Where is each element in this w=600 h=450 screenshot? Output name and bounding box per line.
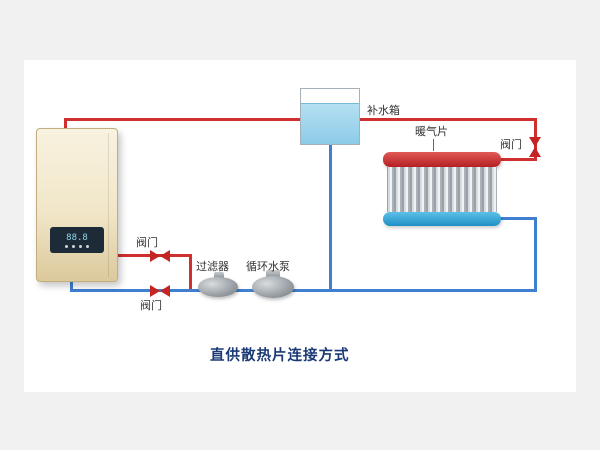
radiator-label: 暖气片 — [415, 125, 448, 138]
supply-pipe-boiler-riser — [64, 118, 67, 130]
pump-label: 循环水泵 — [246, 260, 290, 273]
return-pipe-boiler-riser — [70, 280, 73, 291]
valve-top-label: 阀门 — [500, 138, 522, 151]
return-pipe-right-drop — [534, 219, 537, 292]
filter-label: 过滤器 — [196, 260, 229, 273]
tank-feed-pipe — [329, 145, 332, 291]
pump-motor — [266, 270, 280, 279]
valve-middle-label: 阀门 — [136, 236, 158, 249]
boiler-readout: 88.8 — [66, 232, 88, 243]
return-pipe-bottom-run — [70, 289, 537, 292]
valve-middle — [150, 250, 170, 262]
radiator — [383, 152, 501, 226]
valve-bottom — [150, 285, 170, 297]
filter-cap — [214, 272, 224, 279]
supply-pipe-radiator-stub — [498, 158, 537, 161]
valve-bottom-label: 阀门 — [140, 299, 162, 312]
supply-pipe-side-branch-drop — [189, 257, 192, 291]
tank-label: 补水箱 — [367, 104, 400, 117]
makeup-water-tank — [300, 88, 360, 145]
radiator-fins — [387, 167, 497, 212]
filter — [198, 277, 238, 297]
return-pipe-radiator-stub — [498, 217, 537, 220]
diagram-title: 直供散热片连接方式 — [210, 348, 350, 364]
circulation-pump — [252, 276, 294, 298]
radiator-top-header — [383, 152, 501, 167]
boiler-seam — [108, 133, 109, 277]
tank-water — [301, 103, 359, 144]
boiler-buttons — [65, 244, 89, 248]
wall-boiler: 88.8 — [36, 128, 118, 282]
boiler-control-display: 88.8 — [50, 227, 104, 253]
radiator-label-leader — [433, 139, 434, 151]
valve-top-right — [529, 137, 541, 157]
radiator-bottom-header — [383, 212, 501, 226]
